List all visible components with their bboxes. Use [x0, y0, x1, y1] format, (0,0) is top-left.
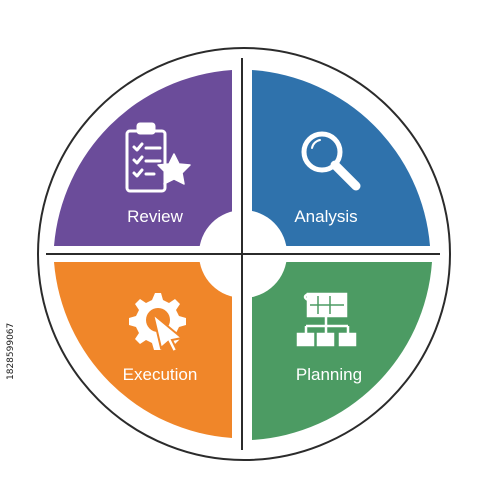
segment-planning: [252, 262, 432, 440]
stock-id-text: 1828599067: [6, 322, 16, 380]
gear-cursor-icon: [129, 293, 186, 354]
segment-label-review: Review: [127, 207, 183, 226]
segment-label-planning: Planning: [296, 365, 362, 384]
segment-execution: [54, 262, 232, 438]
segment-label-analysis: Analysis: [294, 207, 357, 226]
blueprint-flowchart-icon: [296, 292, 357, 347]
segment-label-execution: Execution: [123, 365, 198, 384]
clipboard-checklist-star-icon: [125, 122, 191, 193]
magnifying-glass-icon: [301, 131, 361, 191]
